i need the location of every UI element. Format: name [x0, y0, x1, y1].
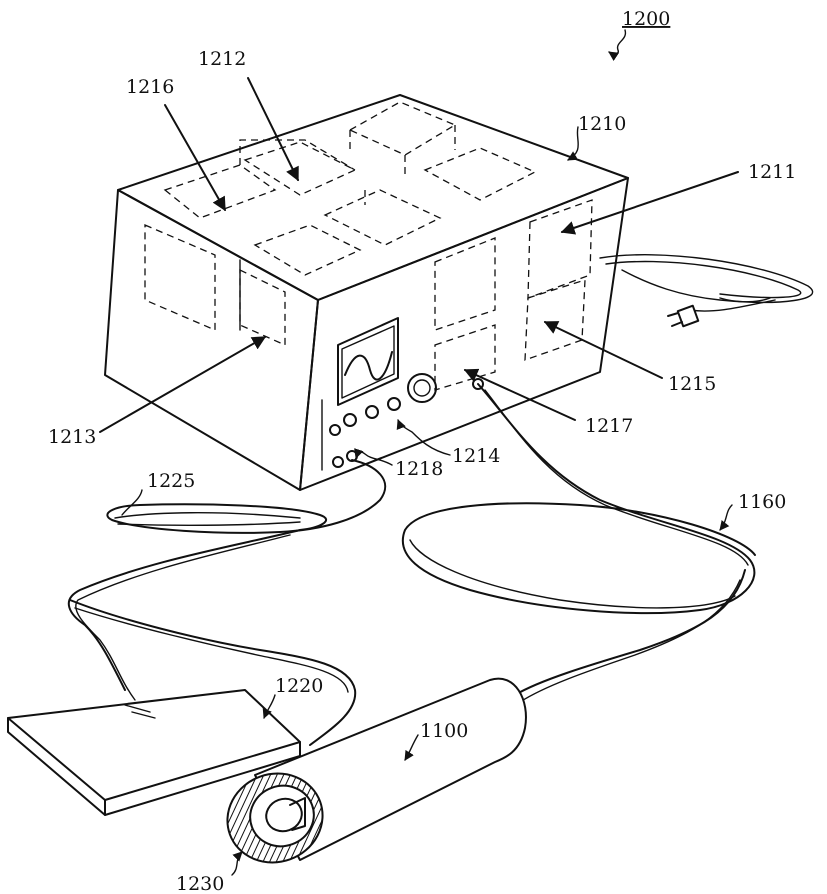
label-1210: 1210	[578, 113, 626, 135]
label-1230: 1230	[176, 873, 224, 894]
label-1220: 1220	[275, 675, 323, 697]
label-1216: 1216	[126, 76, 174, 98]
plug-icon	[668, 306, 698, 327]
internal-modules	[145, 102, 592, 390]
label-1218: 1218	[395, 458, 443, 480]
cable-1160	[403, 384, 755, 702]
label-1211: 1211	[748, 161, 796, 183]
cable-1225	[69, 460, 385, 700]
label-1212: 1212	[198, 48, 246, 70]
label-1215: 1215	[668, 373, 716, 395]
label-1217: 1217	[585, 415, 633, 437]
power-cord	[600, 255, 813, 327]
label-1100: 1100	[420, 720, 468, 742]
console-box	[105, 95, 628, 490]
display-screen	[338, 318, 398, 405]
label-1160: 1160	[738, 491, 786, 513]
label-1225: 1225	[147, 470, 195, 492]
label-1200: 1200	[622, 8, 670, 30]
label-1214: 1214	[452, 445, 500, 467]
label-1213: 1213	[48, 426, 96, 448]
